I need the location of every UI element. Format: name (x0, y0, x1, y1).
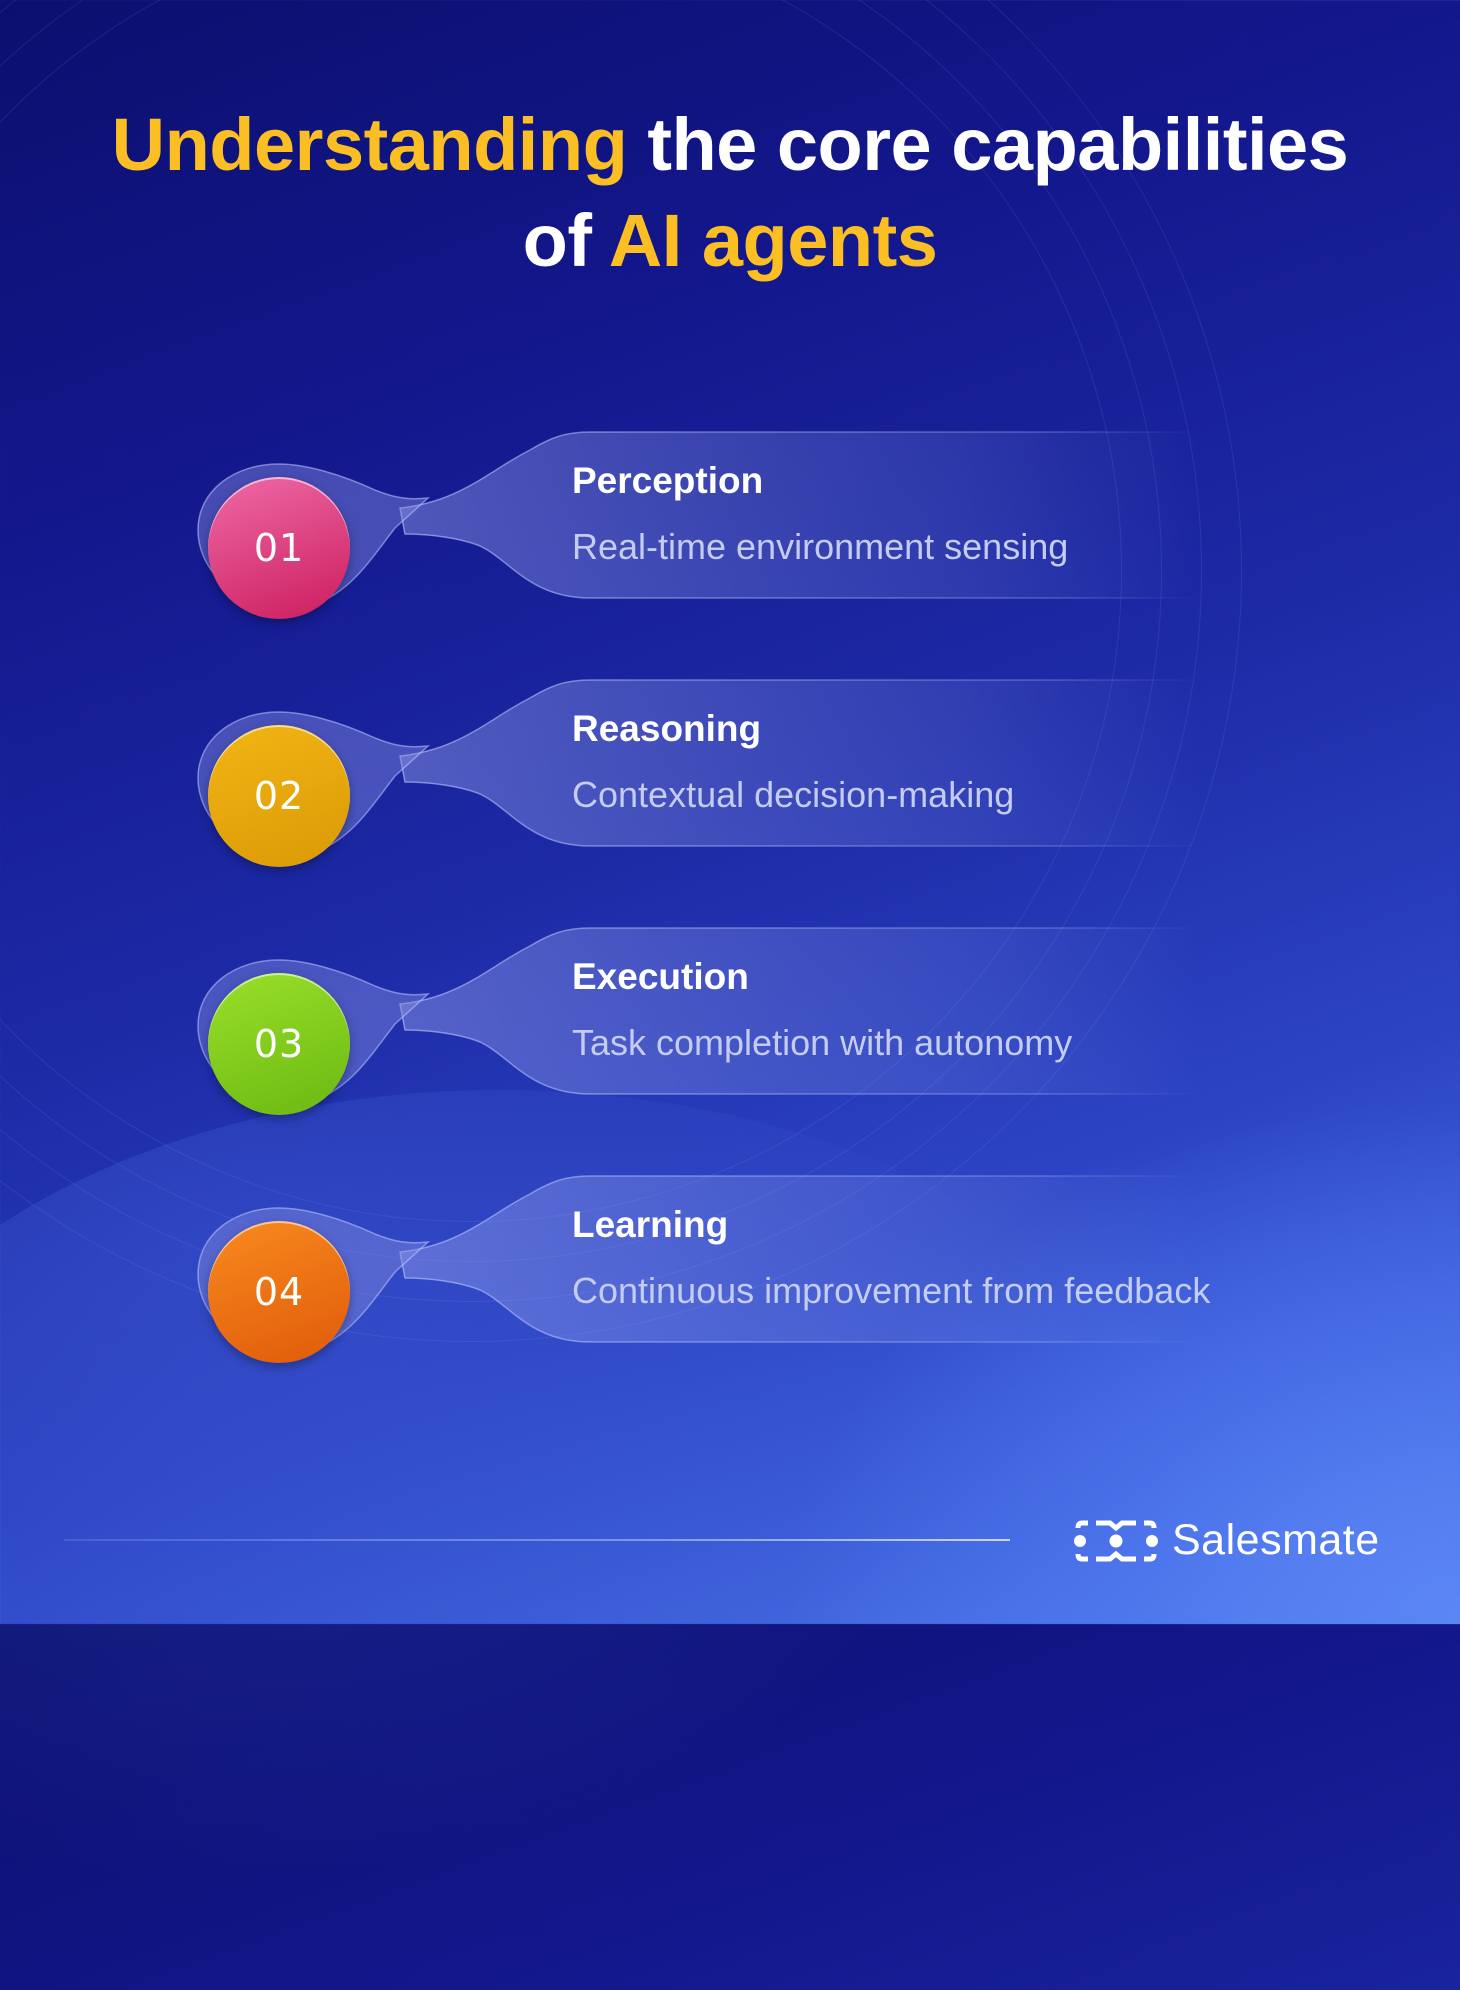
capability-item: 04 Learning Continuous improvement from … (190, 1174, 1290, 1363)
number-badge-label: 04 (253, 1270, 305, 1314)
page-title-line-1: Understanding the core capabilities (0, 100, 1460, 190)
salesmate-logo-icon (1074, 1520, 1158, 1561)
number-badge-label: 03 (253, 1022, 305, 1066)
number-badge: 03 (208, 973, 350, 1115)
capability-description: Contextual decision-making (572, 774, 1015, 815)
callout-shape (197, 679, 1201, 858)
capability-item: 02 Reasoning Contextual decision-making (190, 678, 1290, 867)
capability-item: 01 Perception Real-time environment sens… (190, 430, 1290, 619)
number-badge: 01 (208, 477, 350, 619)
capability-title: Perception (572, 460, 764, 501)
capability-title: Execution (572, 956, 749, 997)
capability-item: 03 Execution Task completion with autono… (190, 926, 1290, 1115)
title-highlight: Understanding (111, 103, 628, 186)
page-title-line-2: of AI agents (0, 196, 1460, 286)
brand-logo: Salesmate (1074, 1516, 1380, 1565)
number-badge-label: 02 (253, 774, 305, 818)
title-text: of (522, 199, 609, 282)
number-badge: 04 (208, 1221, 350, 1363)
capability-title: Learning (572, 1204, 729, 1245)
number-badge-label: 01 (253, 526, 305, 570)
callout-shape (197, 431, 1201, 610)
capability-description: Task completion with autonomy (572, 1022, 1073, 1063)
number-badge: 02 (208, 725, 350, 867)
capability-description: Real-time environment sensing (572, 526, 1069, 567)
title-text: the core capabilities (627, 103, 1349, 186)
capability-title: Reasoning (572, 708, 762, 749)
brand-name: Salesmate (1172, 1516, 1380, 1564)
footer-divider (64, 1539, 1010, 1541)
callout-shape (197, 927, 1201, 1106)
callout-shape (197, 1175, 1201, 1354)
title-highlight: AI agents (608, 199, 938, 282)
capability-description: Continuous improvement from feedback (572, 1270, 1211, 1311)
